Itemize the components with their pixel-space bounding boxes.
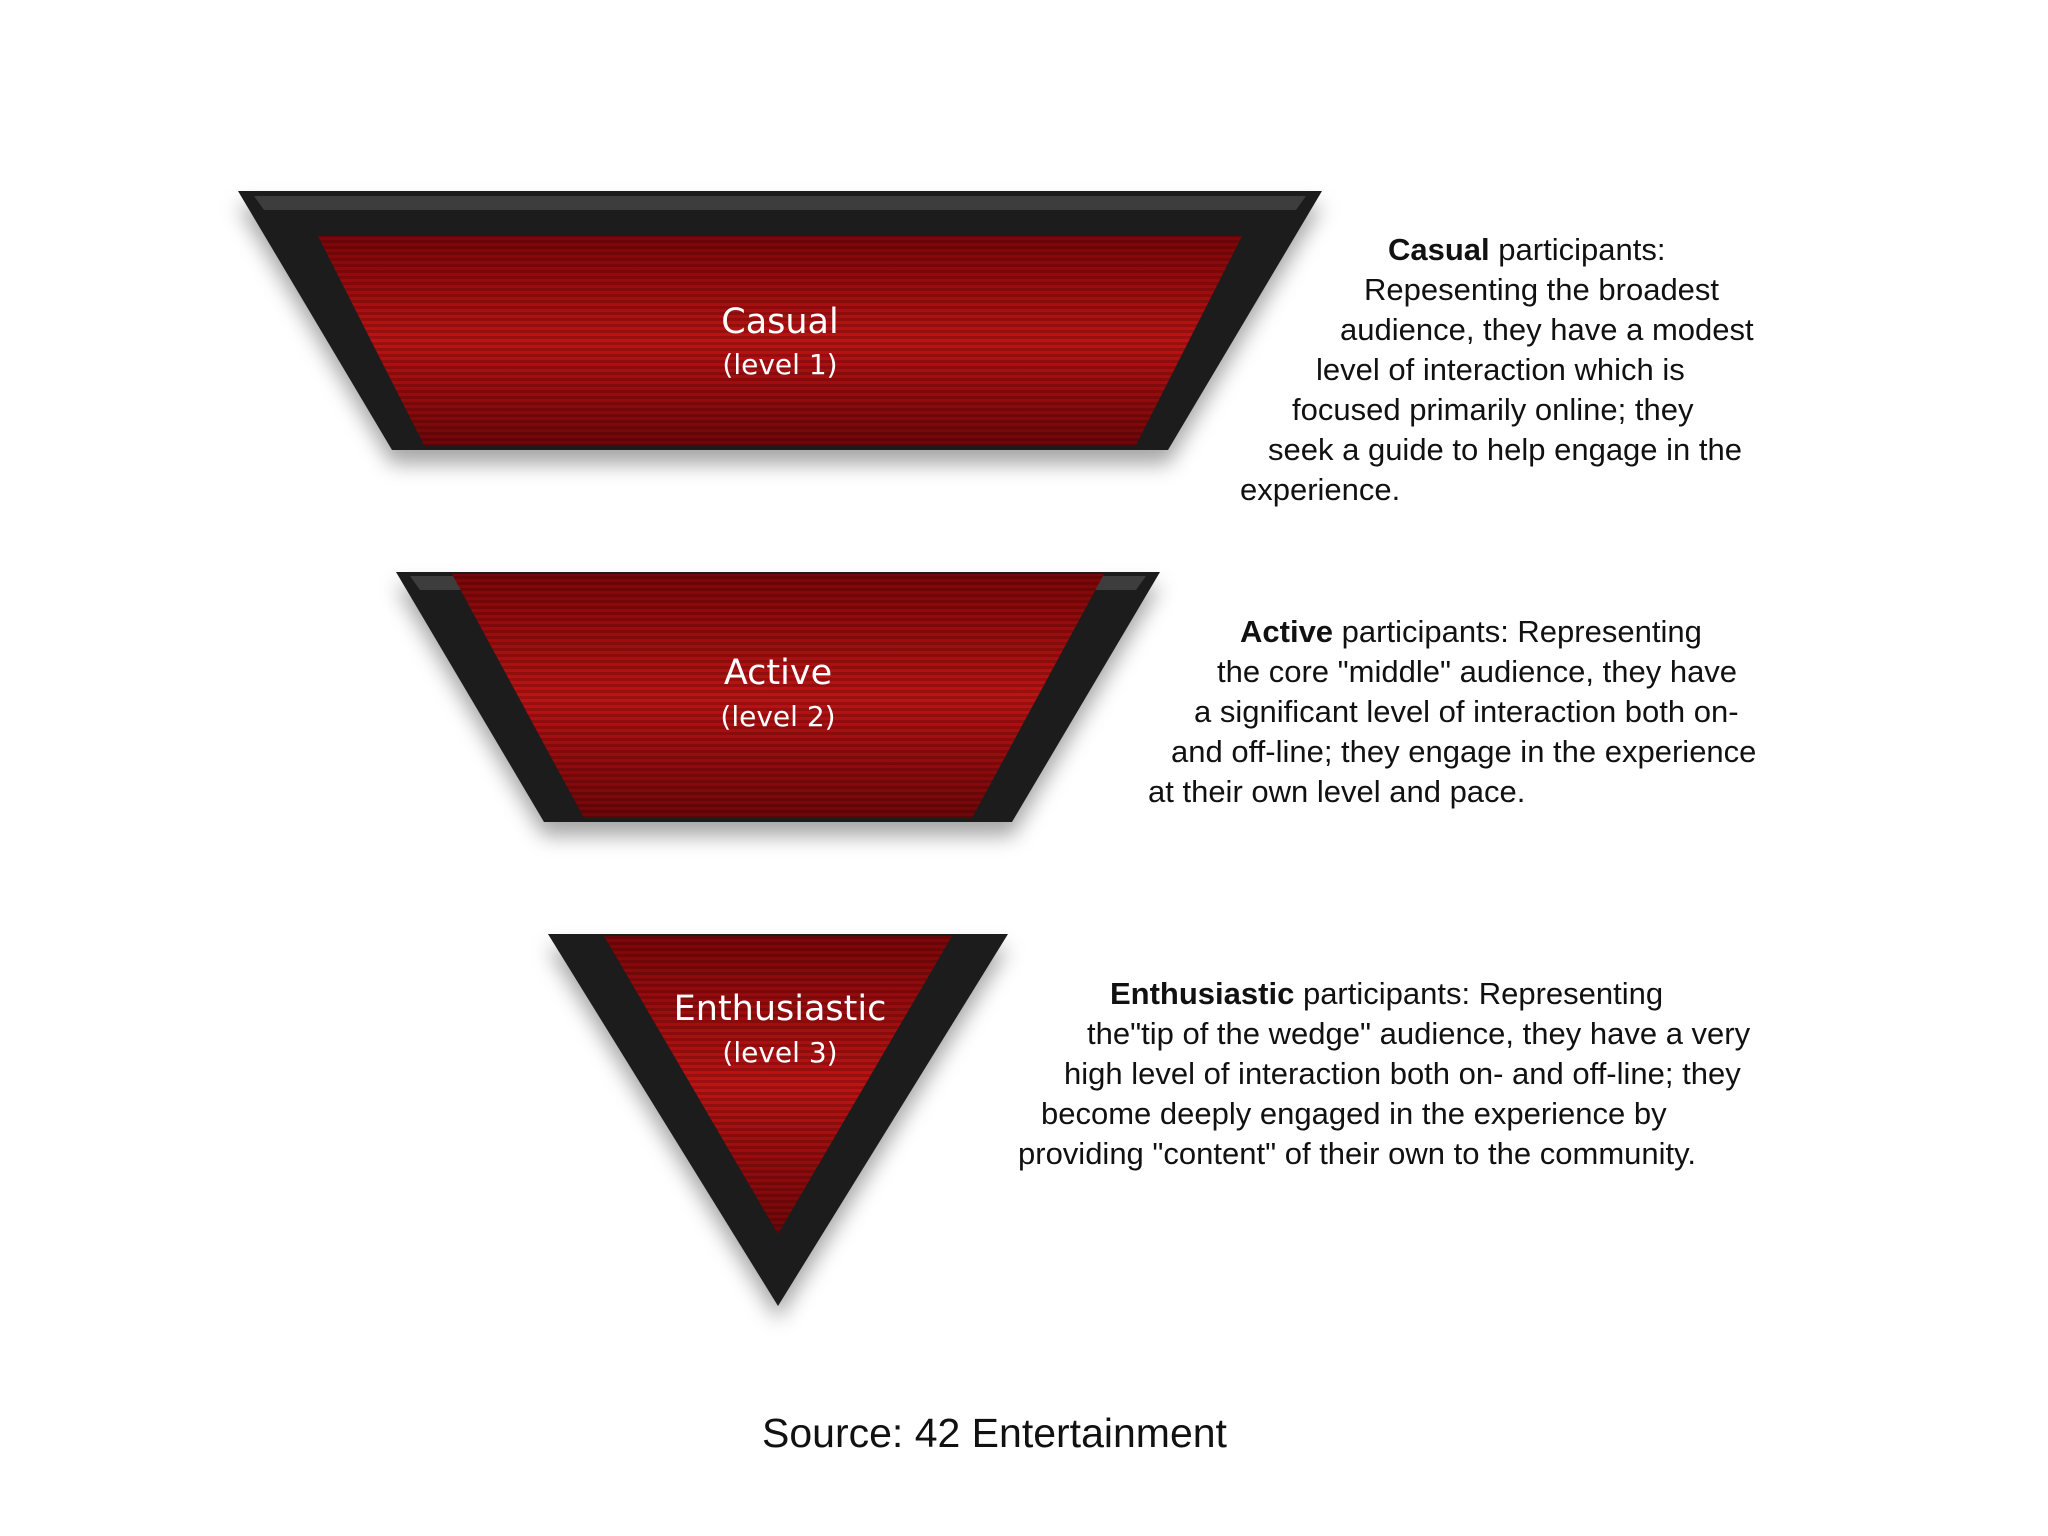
casual-desc-line: Repesenting the broadest (1364, 272, 1720, 307)
active-desc-line: participants: Representing (1341, 614, 1702, 649)
tier-active-level: (level 2) (720, 700, 835, 733)
casual-desc-line: level of interaction which is (1316, 352, 1685, 387)
enthusiastic-desc-line: providing "content" of their own to the … (1018, 1136, 1696, 1171)
tier-casual: Casual (level 1) (238, 191, 1322, 450)
enthusiastic-desc-line: become deeply engaged in the experience … (1041, 1096, 1667, 1131)
tier-enthusiastic: Enthusiastic (level 3) (548, 934, 1008, 1306)
tier-active-title: Active (724, 653, 832, 693)
enthusiastic-desc-line: the"tip of the wedge" audience, they hav… (1087, 1016, 1751, 1051)
casual-term: Casual (1388, 232, 1490, 267)
tier-enthusiastic-level: (level 3) (722, 1036, 837, 1069)
tier-active-stripes (452, 574, 1104, 818)
enthusiastic-term: Enthusiastic (1110, 976, 1295, 1011)
casual-desc-line: participants: (1498, 232, 1666, 267)
enthusiastic-desc-line: high level of interaction both on- and o… (1064, 1056, 1741, 1091)
casual-desc-line: experience. (1240, 472, 1401, 507)
active-desc-line: and off-line; they engage in the experie… (1171, 734, 1757, 769)
tier-casual-level: (level 1) (722, 348, 837, 381)
active-desc-line: a significant level of interaction both … (1194, 694, 1739, 729)
tier-casual-title: Casual (721, 302, 838, 342)
tier-casual-stripes (318, 236, 1242, 445)
casual-description: Casual participants: Repesenting the bro… (1240, 230, 1754, 510)
tier-active: Active (level 2) (396, 572, 1160, 822)
enthusiastic-description: Enthusiastic participants: Representing … (1018, 974, 1750, 1174)
active-desc-line: the core "middle" audience, they have (1217, 654, 1738, 689)
tier-enthusiastic-title: Enthusiastic (674, 989, 887, 1029)
enthusiastic-desc-line: participants: Representing (1302, 976, 1664, 1011)
active-term: Active (1240, 614, 1334, 649)
active-desc-line: at their own level and pace. (1148, 774, 1526, 809)
source-caption: Source: 42 Entertainment (762, 1410, 1227, 1456)
casual-desc-line: seek a guide to help engage in the (1268, 432, 1742, 467)
active-description: Active participants: Representing the co… (1148, 612, 1756, 812)
tier-enthusiastic-stripes (604, 936, 952, 1234)
tier-casual-bevel (254, 196, 1306, 210)
casual-desc-line: audience, they have a modest (1340, 312, 1754, 347)
casual-desc-line: focused primarily online; they (1292, 392, 1694, 427)
